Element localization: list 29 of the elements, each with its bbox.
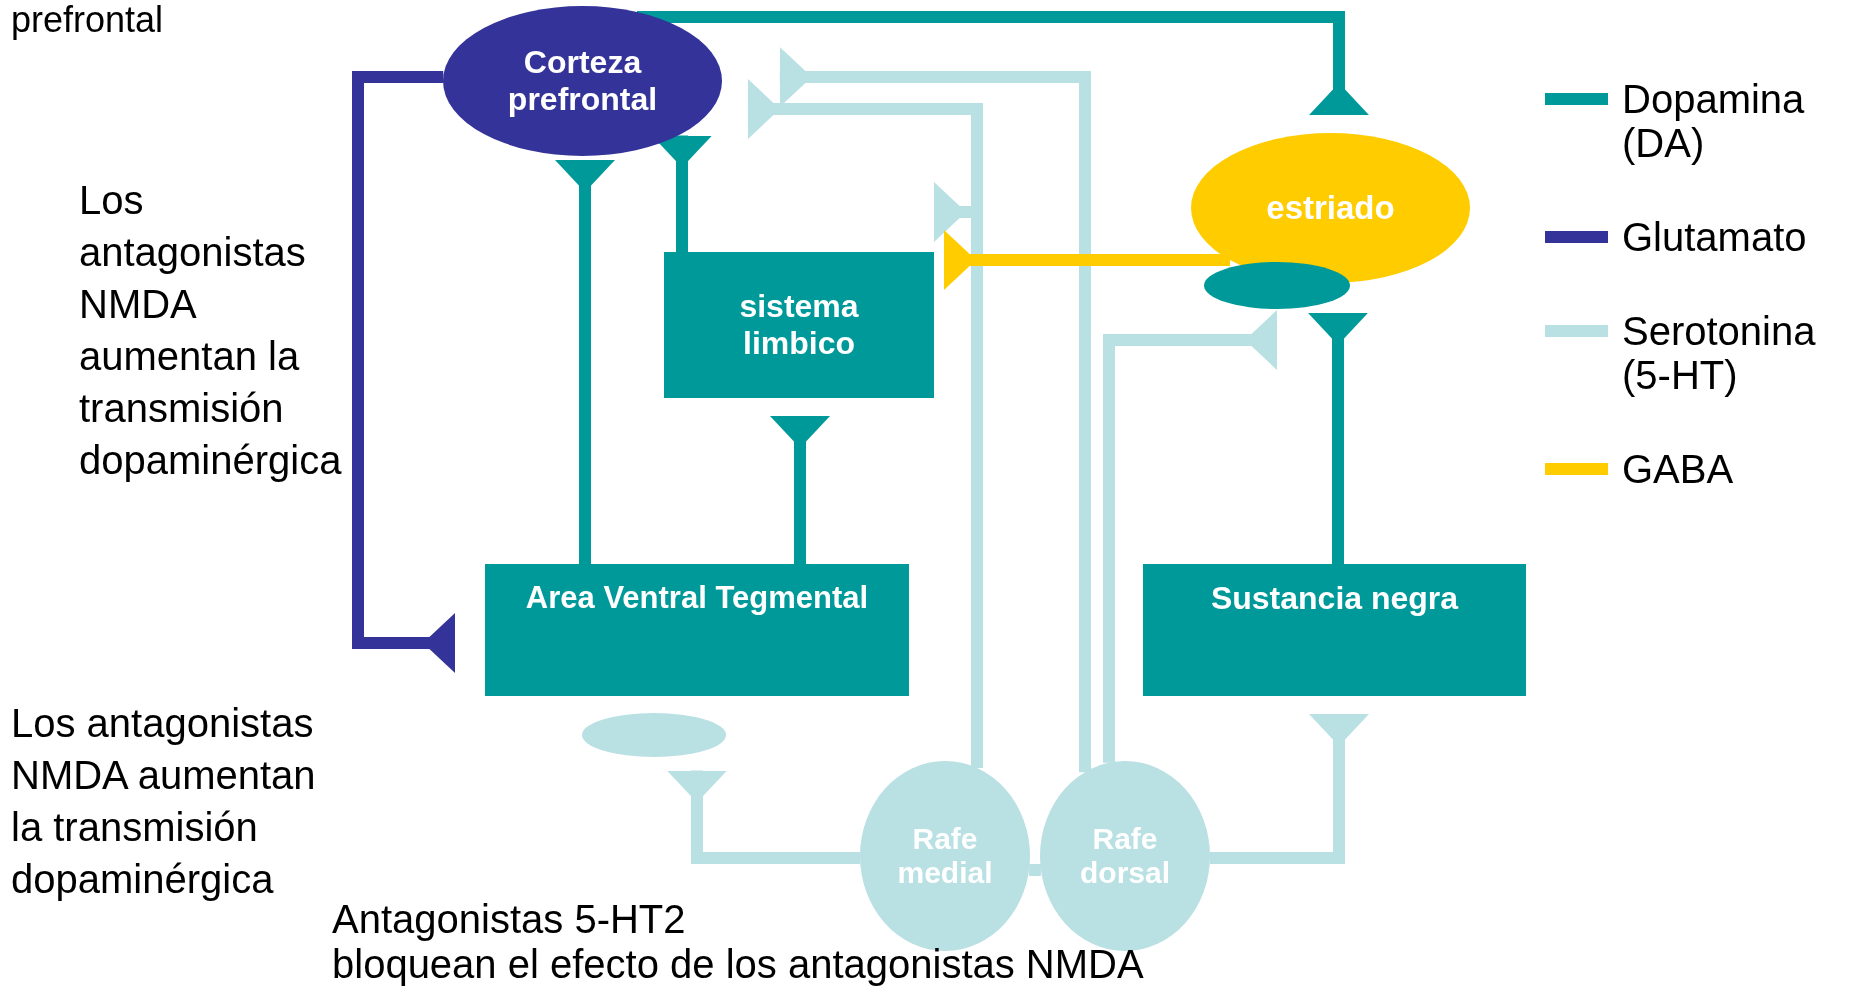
synapse-connector	[667, 770, 860, 864]
annotation-text: Los antagonistas NMDA aumentan la transmisión dopaminérgica	[79, 177, 343, 484]
brain-region-box	[485, 564, 909, 696]
synapse-connector	[352, 71, 455, 673]
region-label: Rafe dorsal	[1079, 821, 1171, 891]
synapse-connector	[1103, 310, 1277, 763]
region-label: Rafe medial	[896, 821, 994, 891]
legend-label: Serotonina (5-HT)	[1622, 309, 1817, 397]
synapse-connector	[1210, 714, 1369, 864]
region-label: sistema limbico	[738, 288, 860, 362]
region-label: Area Ventral Tegmental	[525, 580, 869, 616]
synapse-connector	[555, 160, 615, 564]
legend-label: Glutamato	[1622, 215, 1808, 259]
brain-region-box	[1143, 564, 1526, 696]
synapse-connector	[1308, 312, 1368, 564]
annotation-text: Los antagonistas NMDA aumentan la transmisión dopaminérgica	[11, 700, 317, 903]
connector-line	[1029, 864, 1041, 876]
synapse-connector	[779, 47, 1091, 773]
brain-region-box	[664, 252, 934, 398]
annotation-text: Antagonistas 5-HT2	[332, 897, 686, 941]
synapse-connector	[770, 416, 830, 564]
synapse-connector	[944, 230, 1230, 290]
annotation-text: prefrontal	[11, 0, 164, 40]
region-label: estriado	[1266, 189, 1395, 227]
legend-label: GABA	[1622, 447, 1735, 491]
annotation-text: bloquean el efecto de los antagonistas NMDA	[332, 942, 1144, 986]
legend-label: Dopamina (DA)	[1622, 77, 1806, 165]
region-label: Sustancia negra	[1210, 580, 1459, 617]
region-label: Corteza prefrontal	[506, 44, 659, 118]
